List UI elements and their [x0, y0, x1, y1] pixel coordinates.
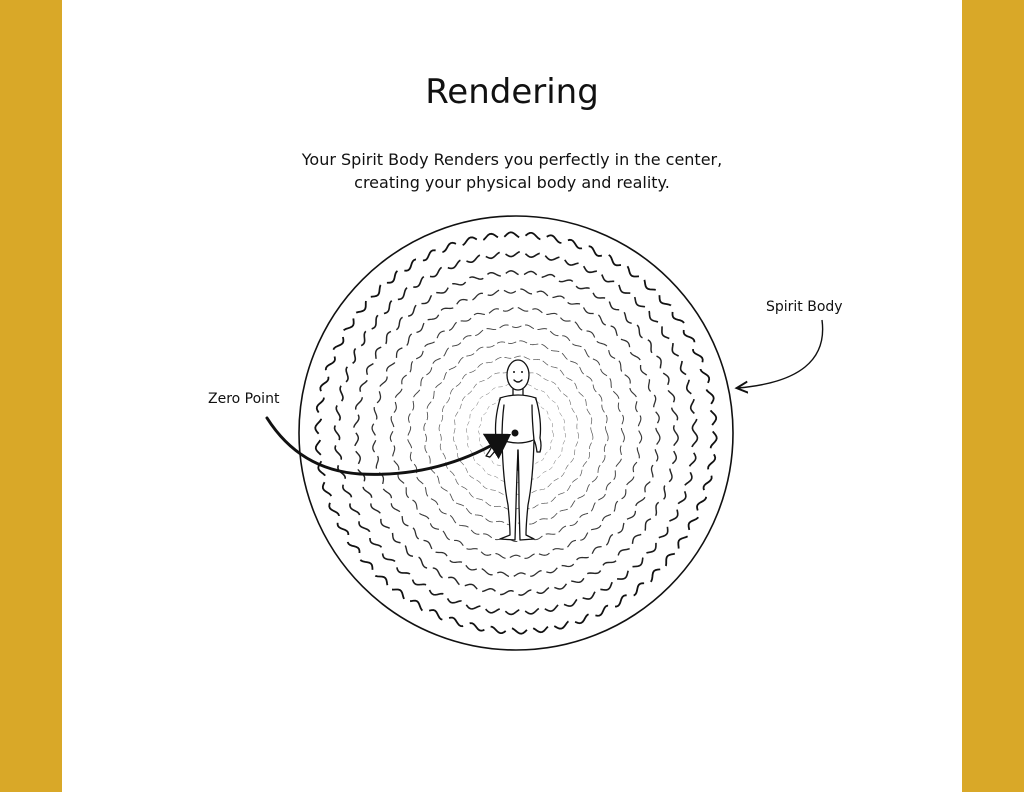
dot-icon: [511, 429, 519, 437]
energy-rings: [314, 231, 718, 635]
subtitle: Your Spirit Body Renders you perfectly i…: [0, 148, 1024, 194]
energy-ring: [438, 355, 594, 511]
energy-ring: [353, 270, 679, 596]
left-gold-band: [0, 0, 62, 792]
human-figure-icon: [485, 359, 542, 541]
zero-point-label: Zero Point: [208, 391, 280, 407]
energy-ring: [389, 306, 643, 559]
energy-ring: [453, 369, 579, 496]
energy-ring: [371, 288, 661, 578]
subtitle-line-1: Your Spirit Body Renders you perfectly i…: [301, 150, 723, 169]
page-title: Rendering: [425, 72, 599, 112]
spirit-body-outline: [298, 215, 734, 651]
subtitle-line-2: creating your physical body and reality.: [354, 173, 670, 192]
zero-point-arrow: [265, 416, 512, 476]
energy-ring: [407, 324, 625, 542]
spirit-body-arrow: [738, 319, 824, 388]
energy-ring: [314, 231, 718, 635]
energy-ring: [423, 340, 609, 526]
energy-ring: [478, 395, 554, 471]
energy-ring: [333, 250, 699, 616]
spirit-body-label: Spirit Body: [766, 299, 843, 315]
right-gold-band: [962, 0, 1024, 792]
